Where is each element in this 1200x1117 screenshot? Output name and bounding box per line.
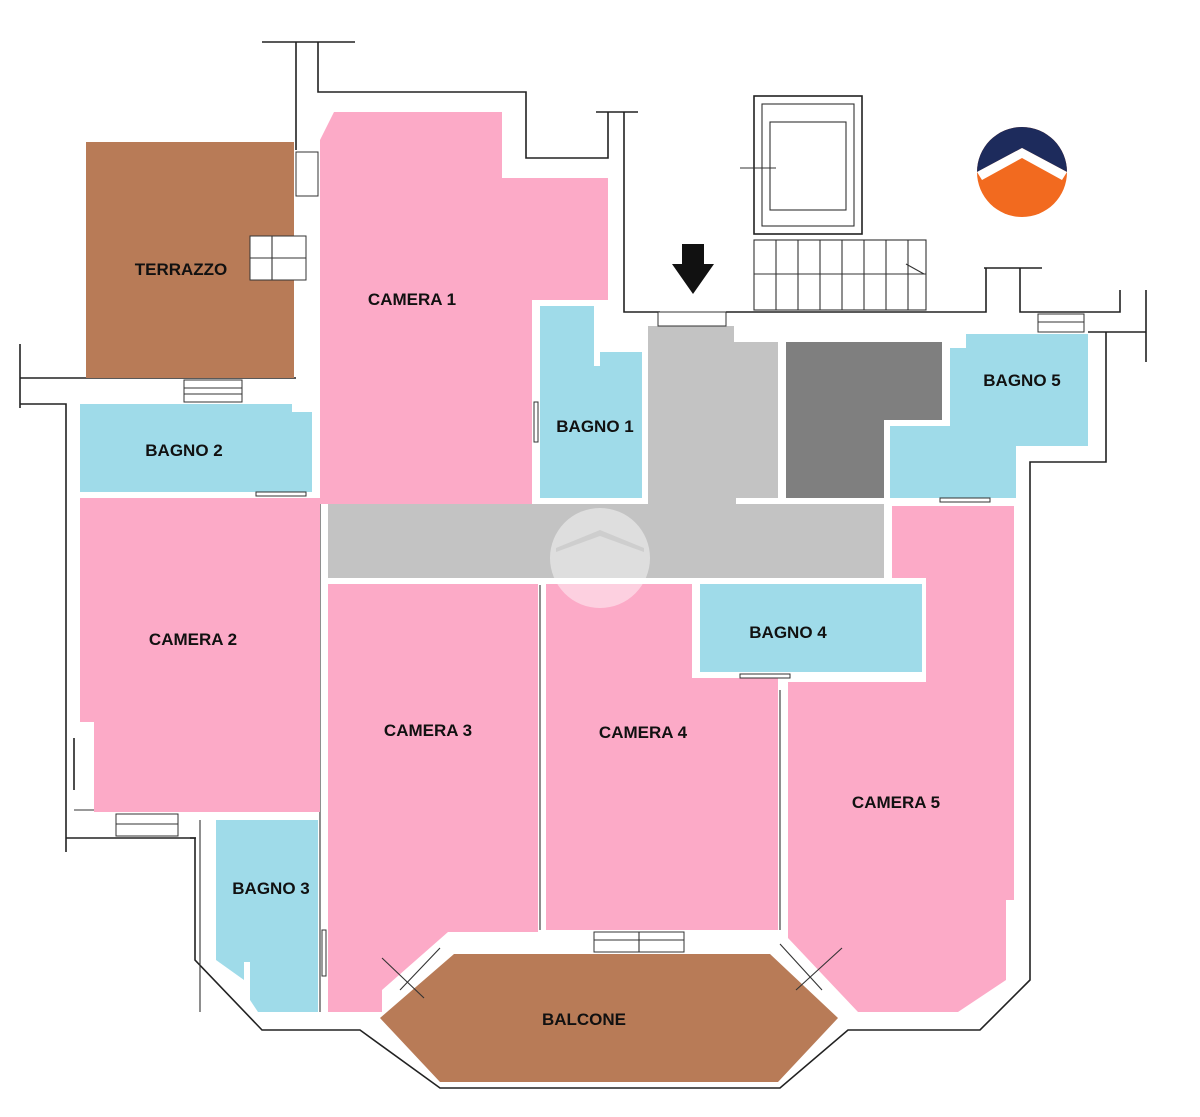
label-bagno-3: BAGNO 3	[232, 879, 309, 898]
openings	[115, 151, 1085, 999]
room-camera-3	[328, 584, 538, 1012]
room-bagno-2	[80, 404, 312, 492]
room-camera-5	[788, 506, 1014, 1012]
label-camera-1: CAMERA 1	[368, 290, 456, 309]
label-bagno-1: BAGNO 1	[556, 417, 633, 436]
room-corridor	[328, 326, 884, 578]
room-labels: TERRAZZO CAMERA 1 BAGNO 1 BAGNO 2 CAMERA…	[135, 260, 1061, 1029]
rooms	[80, 112, 1088, 1082]
watermark-logo-icon	[550, 508, 650, 608]
stair-elevator	[740, 95, 927, 311]
room-camera-2	[80, 498, 320, 812]
label-camera-4: CAMERA 4	[599, 723, 688, 742]
room-service	[786, 342, 942, 498]
label-balcone: BALCONE	[542, 1010, 626, 1029]
label-terrazzo: TERRAZZO	[135, 260, 228, 279]
room-bagno-3	[216, 820, 318, 1012]
room-bagno-5	[890, 334, 1088, 498]
label-camera-3: CAMERA 3	[384, 721, 472, 740]
room-bagno-4	[700, 584, 922, 672]
label-camera-2: CAMERA 2	[149, 630, 237, 649]
room-balcone	[380, 954, 838, 1082]
room-bagno-1	[540, 306, 642, 498]
label-bagno-2: BAGNO 2	[145, 441, 222, 460]
label-bagno-4: BAGNO 4	[749, 623, 827, 642]
room-camera-4	[546, 584, 778, 930]
room-camera-1	[320, 112, 608, 504]
label-camera-5: CAMERA 5	[852, 793, 940, 812]
entrance-arrow-icon	[672, 244, 714, 294]
label-bagno-5: BAGNO 5	[983, 371, 1060, 390]
agency-logo-icon	[977, 127, 1067, 217]
